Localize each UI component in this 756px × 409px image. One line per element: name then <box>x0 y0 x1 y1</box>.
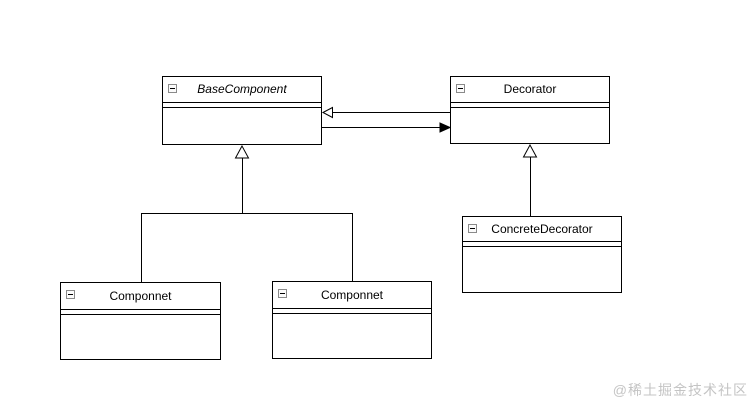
class-title: BaseComponent <box>163 77 321 103</box>
class-box-decorator[interactable]: Decorator <box>450 76 610 144</box>
watermark: @稀土掘金技术社区 <box>612 382 748 398</box>
attributes-compartment <box>163 103 321 108</box>
generalization-componnet-to-basecomponent[interactable] <box>141 144 353 282</box>
class-title: ConcreteDecorator <box>463 217 621 242</box>
class-name-label: Decorator <box>503 82 557 96</box>
class-name-label: BaseComponent <box>197 82 287 96</box>
attributes-compartment <box>273 309 431 314</box>
methods-compartment <box>273 314 431 358</box>
class-box-componnet-1[interactable]: Componnet <box>60 282 221 360</box>
class-title: Decorator <box>451 77 609 103</box>
collapse-icon[interactable] <box>456 84 465 93</box>
methods-compartment <box>463 247 621 292</box>
class-name-label: Componnet <box>109 289 172 303</box>
class-box-componnet-2[interactable]: Componnet <box>272 281 432 359</box>
collapse-icon[interactable] <box>168 84 177 93</box>
collapse-icon[interactable] <box>66 290 75 299</box>
class-title: Componnet <box>273 282 431 309</box>
methods-compartment <box>163 108 321 144</box>
class-box-basecomponent[interactable]: BaseComponent <box>162 76 322 145</box>
attributes-compartment <box>463 242 621 247</box>
class-title: Componnet <box>61 283 220 310</box>
methods-compartment <box>451 108 609 143</box>
association-solid-arrow[interactable] <box>322 122 452 133</box>
collapse-icon[interactable] <box>278 289 287 298</box>
methods-compartment <box>61 315 220 359</box>
class-box-concretedecorator[interactable]: ConcreteDecorator <box>462 216 622 293</box>
association-open-arrow[interactable] <box>321 106 450 119</box>
class-name-label: Componnet <box>320 288 384 302</box>
attributes-compartment <box>451 103 609 108</box>
class-name-label: ConcreteDecorator <box>491 222 593 236</box>
generalization-concretedecorator-to-decorator[interactable] <box>522 143 538 216</box>
collapse-icon[interactable] <box>468 224 477 233</box>
attributes-compartment <box>61 310 220 315</box>
